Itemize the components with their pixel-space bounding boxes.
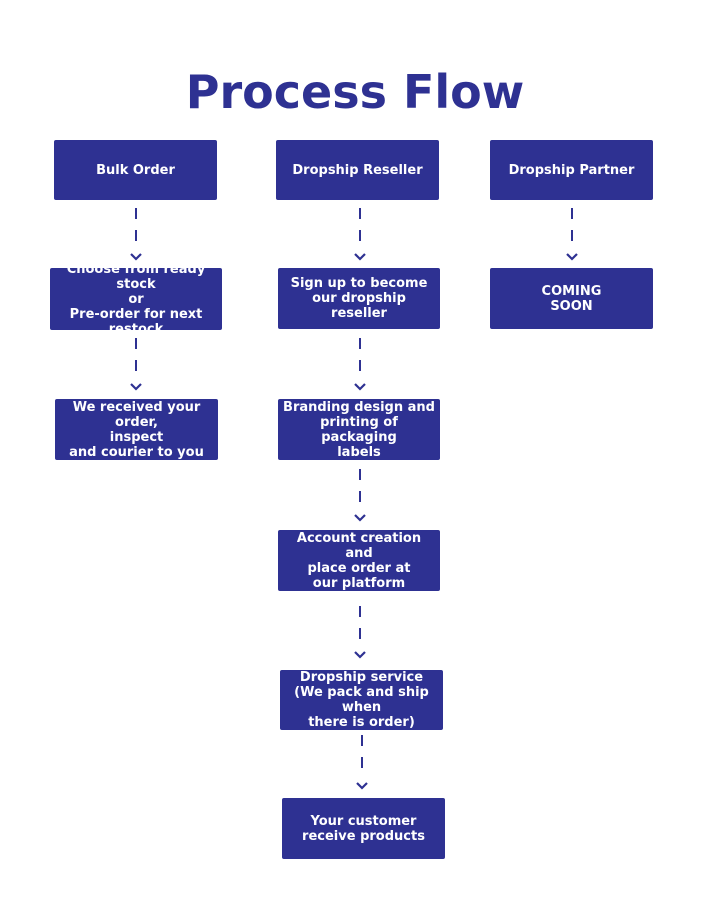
arrow-head-icon	[354, 651, 366, 659]
arrow-reseller-2	[354, 338, 366, 393]
dropship-partner-header: Dropship Partner	[490, 140, 653, 200]
arrow-reseller-4	[354, 606, 366, 661]
bulk-step-received-order: We received your order, inspect and cour…	[55, 399, 218, 460]
reseller-step-account-creation: Account creation and place order at our …	[278, 530, 440, 591]
arrow-head-icon	[130, 383, 142, 391]
arrow-bulk-1	[130, 208, 142, 263]
arrow-head-icon	[354, 383, 366, 391]
arrow-head-icon	[356, 782, 368, 790]
partner-step-coming-soon: COMING SOON	[490, 268, 653, 329]
arrow-head-icon	[354, 253, 366, 261]
arrow-bulk-2	[130, 338, 142, 393]
arrow-head-icon	[354, 514, 366, 522]
arrow-head-icon	[566, 253, 578, 261]
dropship-reseller-header: Dropship Reseller	[276, 140, 439, 200]
arrow-partner-1	[566, 208, 578, 263]
reseller-step-customer-receive: Your customer receive products	[282, 798, 445, 859]
bulk-step-choose-stock: Choose from ready stock or Pre-order for…	[50, 262, 222, 337]
arrow-reseller-3	[354, 469, 366, 524]
arrow-reseller-1	[354, 208, 366, 263]
page-title: Process Flow	[185, 65, 525, 119]
bulk-order-header: Bulk Order	[54, 140, 217, 200]
arrow-head-icon	[130, 253, 142, 261]
reseller-step-branding-design: Branding design and printing of packagin…	[278, 399, 440, 460]
reseller-step-sign-up: Sign up to become our dropship reseller	[278, 268, 440, 329]
arrow-reseller-5	[356, 735, 368, 792]
reseller-step-dropship-service: Dropship service (We pack and ship when …	[280, 670, 443, 730]
